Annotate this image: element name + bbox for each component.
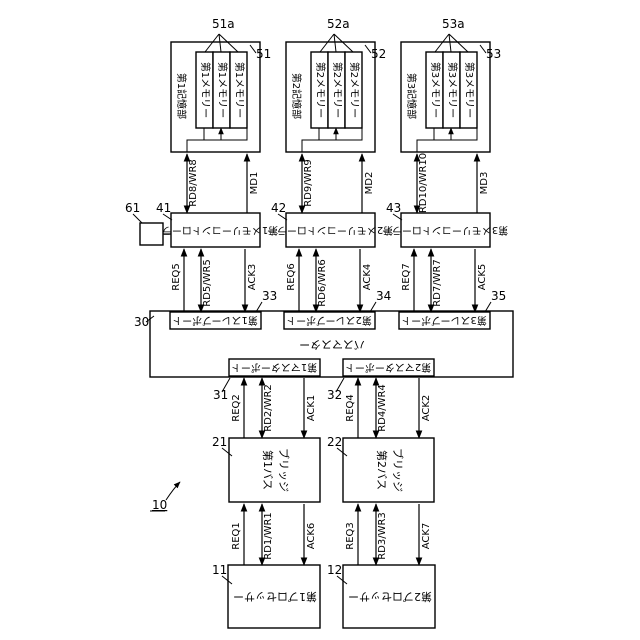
signal-ack1: ACK1 — [306, 395, 317, 422]
signal-md1: MD1 — [249, 172, 260, 195]
memory-controller-1-ref: 41 — [156, 201, 171, 215]
signal-rd10: RD10/WR10 — [418, 153, 429, 213]
memory-controller-2-ref: 42 — [271, 201, 286, 215]
figure-number: 10 — [150, 482, 180, 512]
signal-req1: REQ1 — [231, 522, 242, 550]
master-port-2-ref: 32 — [327, 388, 342, 402]
signal-req7: REQ7 — [401, 263, 412, 291]
external-block-ref: 61 — [125, 201, 140, 215]
storage-unit-1-memory-a: 第1メモリー — [199, 62, 212, 118]
signal-req2: REQ2 — [231, 394, 242, 422]
processor-1-label: 第1プロセッサー — [233, 590, 317, 604]
signal-ack6: ACK6 — [306, 523, 317, 550]
processor-1: 第1プロセッサー — [228, 565, 320, 628]
signal-req4: REQ4 — [345, 394, 356, 422]
slave-port-1-ref: 33 — [262, 289, 277, 303]
storage-unit-3-memory-a: 第3メモリー — [429, 62, 442, 118]
memory-controller-3-label: 第3メモリーコントローラー — [382, 224, 508, 237]
bus-bridge-2-ref: 22 — [327, 435, 342, 449]
storage-unit-1-memory-c: 第1メモリー — [233, 62, 246, 118]
bus-bridge-1: 第1バス ブリッジ — [229, 438, 320, 502]
signal-req6: REQ6 — [286, 263, 297, 291]
external-block — [140, 223, 163, 245]
signal-ack4: ACK4 — [362, 264, 373, 291]
storage-unit-2-memory-c: 第2メモリー — [348, 62, 361, 118]
slave-port-2-ref: 34 — [376, 289, 391, 303]
signal-ack2: ACK2 — [421, 395, 432, 422]
signal-rd6: RD6/WR6 — [317, 259, 328, 307]
processor-2-label: 第2プロセッサー — [348, 590, 432, 604]
master-port-2-label: 第2マスターポート — [345, 361, 431, 374]
storage-unit-1-sub-ref: 51a — [212, 17, 235, 31]
signal-rd9: RD9/WR9 — [303, 159, 314, 207]
signal-rd4: RD4/WR4 — [377, 384, 388, 432]
figure-number-text: 10 — [152, 498, 167, 512]
bus-master-ref: 30 — [134, 315, 149, 329]
processor-2-ref: 12 — [327, 563, 342, 577]
signal-rd1: RD1/WR1 — [263, 512, 274, 560]
processor-1-ref: 11 — [212, 563, 227, 577]
signal-ack5: ACK5 — [477, 264, 488, 291]
memory-controller-1-label: 第1メモリーコントローラー — [152, 224, 278, 237]
slave-port-1-label: 第1スレーブポート — [172, 314, 258, 327]
signal-ack7: ACK7 — [421, 523, 432, 550]
bus-bridge-1-ref: 21 — [212, 435, 227, 449]
master-port-1-ref: 31 — [213, 388, 228, 402]
storage-unit-2-sub-ref: 52a — [327, 17, 350, 31]
signal-rd3: RD3/WR3 — [377, 512, 388, 560]
slave-port-2: 第2スレーブポート — [284, 312, 375, 329]
processor-2: 第2プロセッサー — [343, 565, 435, 628]
signal-md3: MD3 — [479, 172, 490, 195]
memory-controller-3: 第3メモリーコントローラー — [382, 213, 508, 247]
bus-master-label: バスマスター — [299, 338, 365, 351]
slave-port-3-ref: 35 — [491, 289, 506, 303]
bus-bridge-1-line2: ブリッジ — [277, 448, 291, 492]
signal-rd2: RD2/WR2 — [263, 384, 274, 432]
signal-rd7: RD7/WR7 — [432, 259, 443, 307]
bus-bridge-2-line1: 第2バス — [375, 450, 389, 490]
signal-ack3: ACK3 — [247, 264, 258, 291]
storage-unit-3-ref: 53 — [486, 47, 501, 61]
master-port-1-label: 第1マスターポート — [231, 361, 317, 374]
memory-controller-3-ref: 43 — [386, 201, 401, 215]
storage-unit-2-memory-b: 第2メモリー — [331, 62, 344, 118]
bus-bridge-2-line2: ブリッジ — [391, 448, 405, 492]
storage-unit-1-ref: 51 — [256, 47, 271, 61]
slave-port-2-label: 第2スレーブポート — [286, 314, 372, 327]
storage-unit-3-label: 第3記憶部 — [405, 73, 418, 119]
slave-port-3-label: 第3スレーブポート — [401, 314, 487, 327]
signal-rd5: RD5/WR5 — [202, 259, 213, 307]
signal-req5: REQ5 — [171, 263, 182, 291]
signal-req3: REQ3 — [345, 522, 356, 550]
signal-md2: MD2 — [364, 172, 375, 195]
slave-port-3: 第3スレーブポート — [399, 312, 490, 329]
master-port-1: 第1マスターポート — [229, 359, 320, 376]
memory-controller-2: 第2メモリーコントローラー — [267, 213, 393, 247]
storage-unit-3-sub-ref: 53a — [442, 17, 465, 31]
storage-unit-3-memory-b: 第3メモリー — [446, 62, 459, 118]
storage-unit-2-ref: 52 — [371, 47, 386, 61]
storage-unit-3-memory-c: 第3メモリー — [463, 62, 476, 118]
memory-controller-2-label: 第2メモリーコントローラー — [267, 224, 393, 237]
storage-unit-1-memory-b: 第1メモリー — [216, 62, 229, 118]
slave-port-1: 第1スレーブポート — [170, 312, 261, 329]
storage-unit-2-label: 第2記憶部 — [290, 73, 303, 119]
memory-controller-1: 第1メモリーコントローラー — [152, 213, 278, 247]
storage-unit-1-label: 第1記憶部 — [175, 73, 188, 119]
master-port-2: 第2マスターポート — [343, 359, 434, 376]
bus-bridge-1-line1: 第1バス — [261, 450, 275, 490]
storage-unit-2-memory-a: 第2メモリー — [314, 62, 327, 118]
signal-rd8: RD8/WR8 — [188, 159, 199, 207]
bus-bridge-2: 第2バス ブリッジ — [343, 438, 434, 502]
